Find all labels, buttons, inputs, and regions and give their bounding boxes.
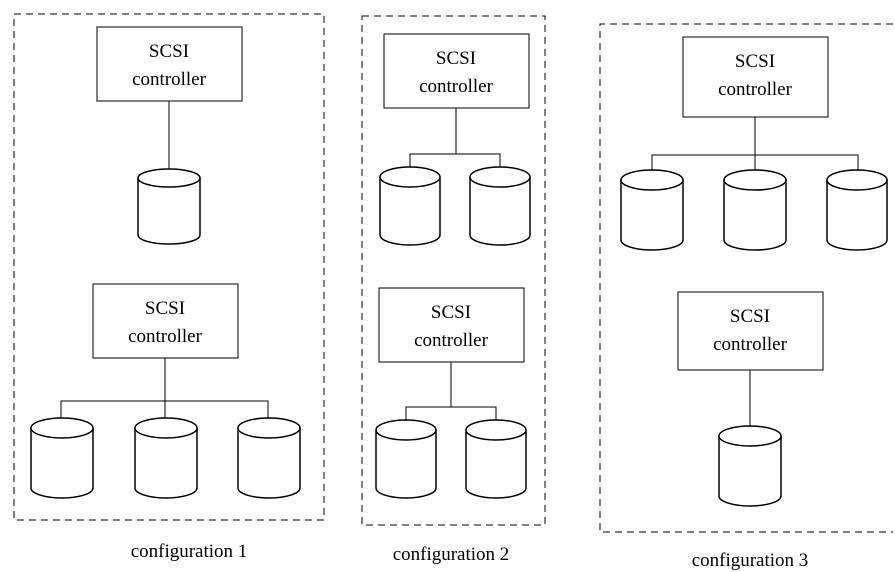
disk-icon <box>379 166 441 246</box>
configuration-1: SCSI controller SCSI controller c <box>13 13 325 562</box>
controller-box <box>378 287 525 363</box>
disk-icon <box>469 166 531 246</box>
controller-label-line2: controller <box>414 330 489 351</box>
scsi-controller: SCSI controller <box>682 36 829 118</box>
controller-label-line1: SCSI <box>436 48 476 69</box>
controller-label-line2: controller <box>128 326 203 347</box>
controller-label-line1: SCSI <box>730 306 770 327</box>
scsi-controller: SCSI controller <box>378 287 525 363</box>
disk-icon <box>134 417 198 499</box>
controller-label-line1: SCSI <box>145 298 185 319</box>
controller-label-line1: SCSI <box>735 51 775 72</box>
controller-box <box>682 36 829 118</box>
configuration-2-frame <box>361 15 546 526</box>
configuration-2-caption: configuration 2 <box>393 544 510 565</box>
controller-box <box>677 291 824 371</box>
controller-box <box>383 33 530 109</box>
configuration-3-caption: configuration 3 <box>692 550 809 571</box>
controller-label-line1: SCSI <box>149 41 189 62</box>
scsi-controller: SCSI controller <box>677 291 824 371</box>
controller-label-line2: controller <box>132 69 207 90</box>
scsi-controller: SCSI controller <box>383 33 530 109</box>
controller-box <box>96 26 243 102</box>
controller-label-line1: SCSI <box>431 302 471 323</box>
configuration-2: SCSI controller SCSI controller c <box>361 15 546 565</box>
controller-box <box>92 283 239 359</box>
controller-label-line2: controller <box>419 76 494 97</box>
scsi-controller: SCSI controller <box>92 283 239 359</box>
configuration-1-caption: configuration 1 <box>131 541 248 562</box>
scsi-controller: SCSI controller <box>96 26 243 102</box>
bus-line <box>409 153 501 177</box>
disk-icon <box>137 168 201 245</box>
disk-icon <box>620 169 684 251</box>
bus-line <box>405 406 497 430</box>
disk-icon <box>465 419 527 499</box>
configuration-3-frame <box>599 23 893 533</box>
disk-icon <box>826 169 888 251</box>
disk-icon <box>375 419 437 499</box>
disk-icon <box>237 417 301 499</box>
controller-label-line2: controller <box>718 79 793 100</box>
configuration-3: SCSI controller SCSI controller c <box>599 23 893 571</box>
controller-label-line2: controller <box>713 334 788 355</box>
disk-icon <box>718 425 782 507</box>
disk-icon <box>30 417 94 499</box>
disk-icon <box>723 169 787 251</box>
